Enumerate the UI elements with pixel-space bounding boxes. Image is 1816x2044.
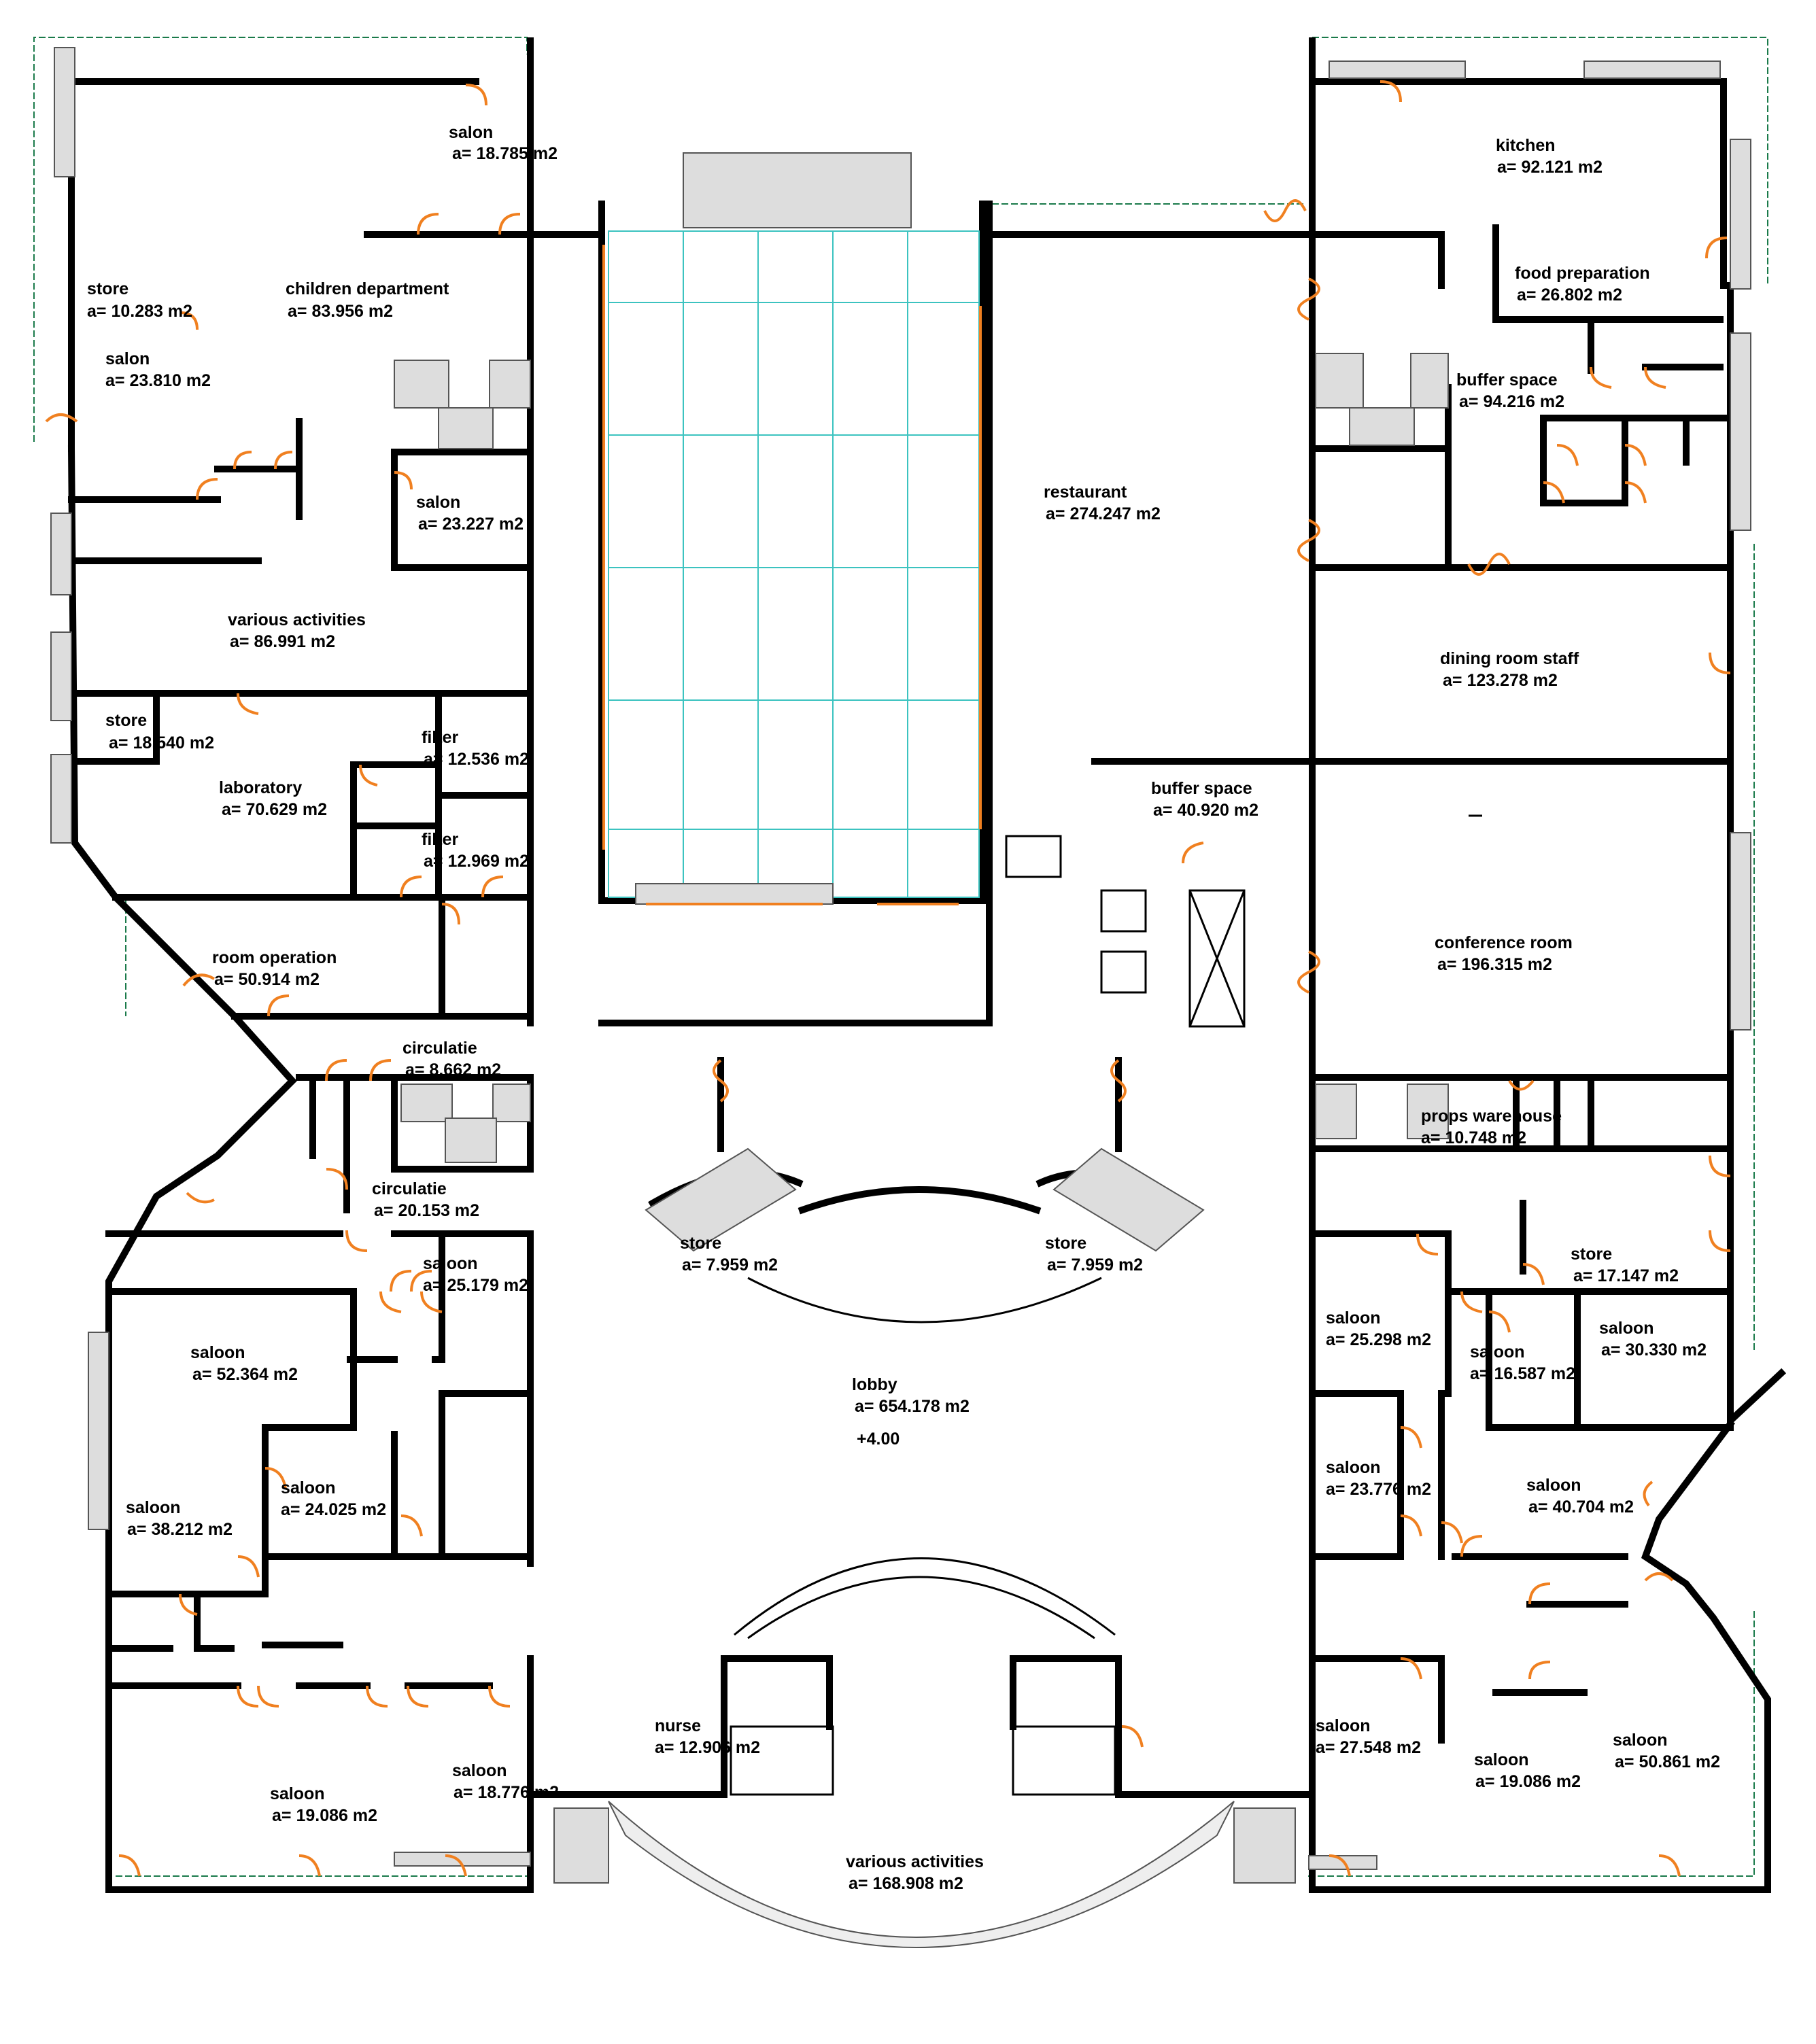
room-name: various activities	[228, 610, 366, 629]
room-name: saloon	[281, 1478, 336, 1497]
level-mark: +4.00	[857, 1430, 900, 1449]
room-area: a= 19.086 m2	[272, 1806, 377, 1825]
room-name: saloon	[1326, 1458, 1381, 1477]
room-name: restaurant	[1044, 483, 1127, 502]
room-name: dining room staff	[1440, 649, 1579, 668]
room-area: a= 23.227 m2	[418, 515, 524, 534]
room-area: a= 70.629 m2	[222, 800, 327, 819]
room-area: a= 12.906 m2	[655, 1738, 760, 1757]
room-name: saloon	[1599, 1319, 1654, 1338]
room-area: a= 38.212 m2	[127, 1520, 233, 1539]
room-area: a= 20.153 m2	[374, 1201, 479, 1220]
room-area: a= 40.920 m2	[1153, 801, 1258, 820]
room-name: saloon	[126, 1498, 181, 1517]
room-area: a= 50.861 m2	[1615, 1752, 1720, 1771]
room-area: a= 24.025 m2	[281, 1500, 386, 1519]
room-name: salon	[449, 123, 493, 142]
doors	[45, 80, 1731, 1877]
room-area: a= 10.748 m2	[1421, 1128, 1526, 1147]
room-name: salon	[105, 349, 150, 368]
room-area: a= 92.121 m2	[1497, 158, 1603, 177]
room-area: a= 27.548 m2	[1316, 1738, 1421, 1757]
room-name: saloon	[1613, 1731, 1668, 1750]
room-area: a= 123.278 m2	[1443, 671, 1558, 690]
room-area: a= 7.959 m2	[682, 1255, 778, 1275]
room-name: saloon	[452, 1761, 507, 1780]
room-name: props warehouse	[1421, 1107, 1562, 1126]
room-area: a= 7.959 m2	[1047, 1255, 1143, 1275]
room-name: saloon	[1470, 1343, 1525, 1362]
room-name: saloon	[270, 1784, 325, 1803]
room-area: a= 40.704 m2	[1528, 1497, 1634, 1517]
room-area: a= 10.283 m2	[87, 302, 192, 321]
walls	[67, 37, 1787, 1893]
room-area: a= 30.330 m2	[1601, 1340, 1707, 1359]
room-area: a= 83.956 m2	[288, 302, 393, 321]
atrium-glazing	[608, 230, 980, 898]
room-name: store	[1045, 1234, 1086, 1253]
room-area: a= 18.540 m2	[109, 733, 214, 752]
room-name: circulatie	[402, 1039, 477, 1058]
room-area: a= 12.969 m2	[424, 852, 529, 871]
room-name: food preparation	[1515, 264, 1650, 283]
room-area: a= 25.298 m2	[1326, 1330, 1431, 1349]
room-area: a= 274.247 m2	[1046, 504, 1161, 523]
room-name: room operation	[212, 948, 337, 967]
room-area: a= 654.178 m2	[855, 1397, 970, 1416]
room-area: a= 23.810 m2	[105, 371, 211, 390]
room-name: buffer space	[1456, 370, 1558, 389]
room-area: a= 25.179 m2	[423, 1276, 528, 1295]
stairs-and-windows	[50, 47, 1751, 1948]
room-name: nurse	[655, 1716, 701, 1735]
room-area: a= 86.991 m2	[230, 632, 335, 651]
room-name: children department	[286, 279, 449, 298]
room-name: various activities	[846, 1852, 984, 1871]
room-area: a= 23.776 m2	[1326, 1480, 1431, 1499]
room-area: a= 50.914 m2	[214, 970, 320, 989]
room-area: a= 168.908 m2	[849, 1874, 963, 1893]
room-area: a= 26.802 m2	[1517, 285, 1622, 305]
room-name: saloon	[1316, 1716, 1371, 1735]
room-name: store	[105, 711, 147, 730]
room-name: saloon	[1326, 1309, 1381, 1328]
room-name: filter	[422, 728, 458, 747]
room-area: a= 8.662 m2	[405, 1060, 501, 1079]
room-area: a= 18.785 m2	[452, 144, 558, 163]
room-name: saloon	[1474, 1750, 1529, 1769]
room-area: a= 52.364 m2	[192, 1365, 298, 1384]
room-name: saloon	[1526, 1476, 1581, 1495]
room-name: store	[680, 1234, 721, 1253]
room-name: saloon	[423, 1254, 478, 1273]
room-area: a= 17.147 m2	[1573, 1266, 1679, 1285]
room-name: conference room	[1435, 933, 1573, 952]
room-name: laboratory	[219, 778, 302, 797]
room-area: a= 19.086 m2	[1475, 1772, 1581, 1791]
room-name: buffer space	[1151, 779, 1252, 798]
room-area: a= 16.587 m2	[1470, 1364, 1575, 1383]
room-name: store	[1571, 1245, 1612, 1264]
room-name: lobby	[852, 1375, 897, 1394]
room-area: a= 12.536 m2	[424, 750, 529, 769]
room-name: salon	[416, 493, 460, 512]
room-area: a= 94.216 m2	[1459, 392, 1564, 411]
room-area: a= 196.315 m2	[1437, 955, 1552, 974]
room-area: a= 18.776 m2	[453, 1783, 559, 1802]
room-labels: salon a= 18.785 m2 children department a…	[87, 123, 1720, 1893]
room-name: store	[87, 279, 129, 298]
room-name: kitchen	[1496, 136, 1556, 155]
room-name: circulatie	[372, 1179, 447, 1198]
room-name: saloon	[190, 1343, 245, 1362]
thin-lines	[730, 814, 1482, 1796]
room-name: filter	[422, 830, 458, 849]
